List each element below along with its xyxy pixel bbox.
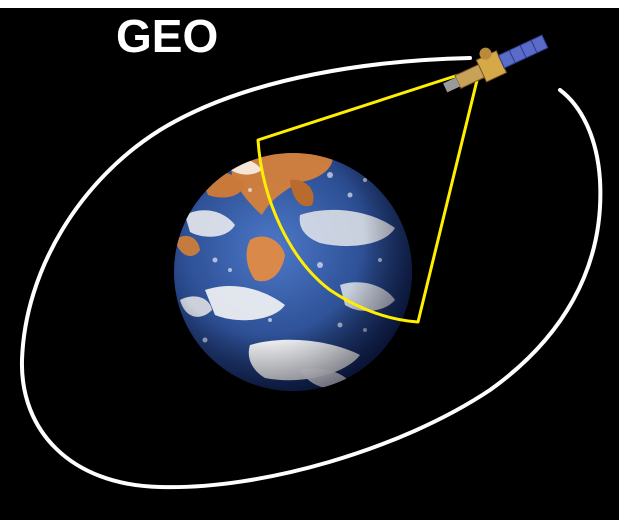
satellite-icon xyxy=(443,34,549,93)
orbit-ring xyxy=(19,56,603,490)
earth-globe-icon xyxy=(174,153,412,391)
diagram-title: GEO xyxy=(116,10,219,62)
coverage-footprint xyxy=(256,66,482,324)
